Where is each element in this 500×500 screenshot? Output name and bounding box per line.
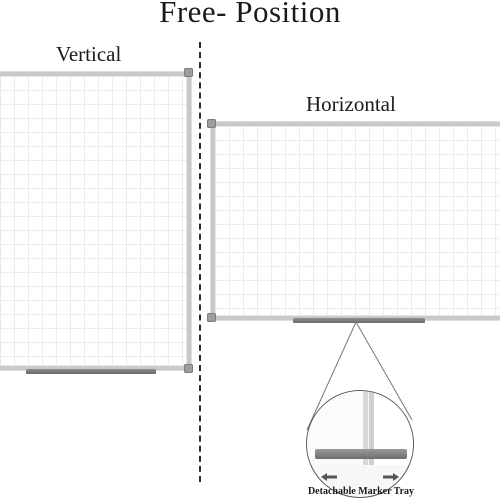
corner-cap-icon	[184, 68, 193, 77]
arrow-right-icon	[383, 473, 399, 481]
vertical-whiteboard	[0, 72, 191, 370]
marker-tray-detail	[306, 390, 414, 498]
vertical-label: Vertical	[56, 42, 122, 66]
corner-cap-icon	[207, 313, 216, 322]
arrow-left-icon	[321, 473, 337, 481]
horizontal-label: Horizontal	[306, 92, 396, 116]
horizontal-marker-tray	[293, 318, 425, 323]
zoom-marker-tray	[315, 449, 407, 459]
horizontal-whiteboard	[211, 122, 500, 320]
corner-cap-icon	[207, 119, 216, 128]
vertical-marker-tray	[26, 369, 156, 374]
page-title: Free- Position	[159, 0, 341, 29]
corner-cap-icon	[184, 364, 193, 373]
marker-tray-caption: Detachable Marker Tray	[307, 486, 415, 497]
dashed-divider	[199, 42, 201, 482]
